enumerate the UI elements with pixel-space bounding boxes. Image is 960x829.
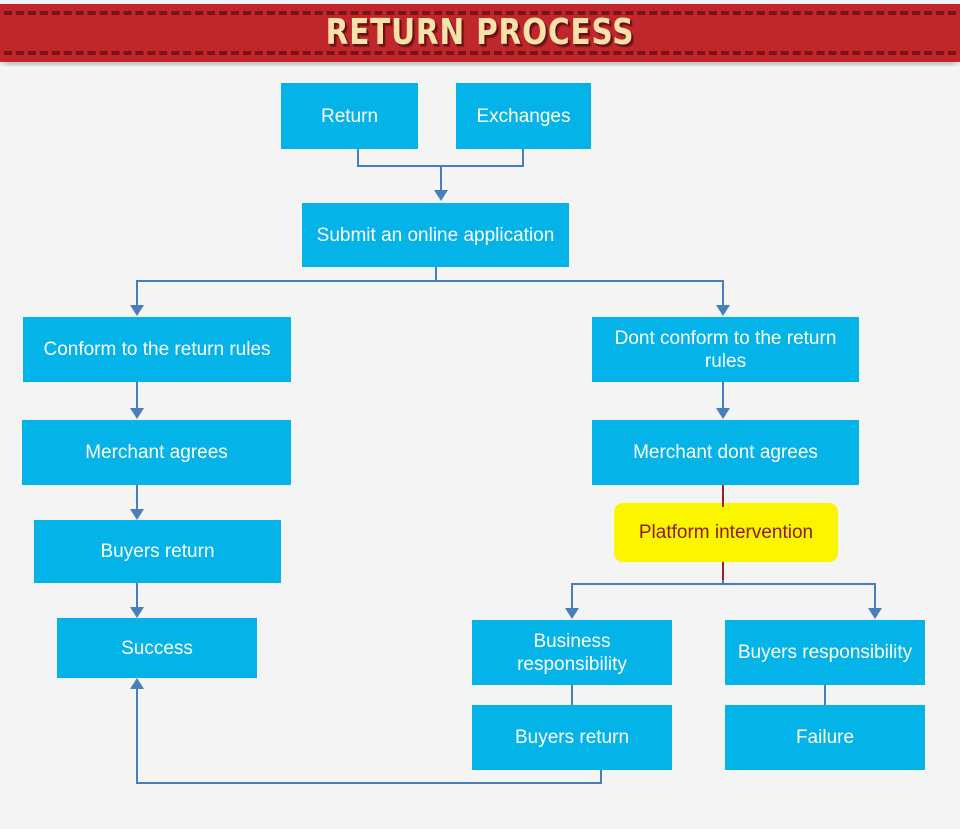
node-submit-application-label: Submit an online application: [316, 224, 555, 246]
page-title: RETURN PROCESS: [325, 12, 635, 53]
node-conform-rules[interactable]: Conform to the return rules: [23, 317, 291, 382]
node-platform-intervention-label: Platform intervention: [638, 522, 814, 543]
connector-merchant-agrees-to-buyers-return: [136, 485, 138, 510]
connector-merchant-dont-agrees-to-platform: [722, 485, 724, 507]
connector-branch-right-down: [722, 280, 724, 306]
connector-buyers-return-to-success: [136, 583, 138, 608]
arrow-to-success: [130, 607, 144, 618]
connector-exchanges-down: [522, 149, 524, 166]
node-platform-intervention[interactable]: Platform intervention: [614, 503, 838, 562]
node-return[interactable]: Return: [281, 83, 418, 149]
arrow-to-business-responsibility: [565, 608, 579, 619]
header-banner: RETURN PROCESS: [0, 4, 960, 62]
connector-loop-down: [600, 770, 602, 783]
connector-return-down: [357, 149, 359, 166]
flowchart-canvas: Return Exchanges Submit an online applic…: [0, 66, 960, 829]
arrow-to-merchant-agrees: [130, 408, 144, 419]
node-dont-conform-rules-label: Dont conform to the return rules: [614, 327, 837, 372]
connector-business-responsibility-down: [571, 583, 573, 609]
connector-buyers-responsibility-down: [874, 583, 876, 609]
node-merchant-agrees-label: Merchant agrees: [85, 442, 228, 463]
node-merchant-dont-agrees[interactable]: Merchant dont agrees: [592, 420, 859, 485]
connector-business-to-buyers-return: [571, 685, 573, 706]
arrow-to-submit: [434, 190, 448, 201]
node-return-label: Return: [320, 105, 379, 127]
arrow-to-buyers-responsibility: [868, 608, 882, 619]
node-merchant-dont-agrees-label: Merchant dont agrees: [633, 442, 818, 463]
node-dont-conform-rules[interactable]: Dont conform to the return rules: [592, 317, 859, 382]
connector-dont-conform-to-merchant-dont-agrees: [722, 382, 724, 409]
connector-loop-up: [136, 689, 138, 783]
connector-merge-to-submit: [440, 165, 442, 192]
node-business-responsibility-label: Business responsibility: [517, 630, 627, 675]
node-failure-label: Failure: [795, 727, 855, 748]
connector-branch-horizontal: [136, 280, 724, 282]
connector-platform-down-accent: [722, 562, 724, 580]
node-success[interactable]: Success: [57, 618, 257, 678]
node-exchanges-label: Exchanges: [476, 105, 571, 127]
node-merchant-agrees[interactable]: Merchant agrees: [22, 420, 291, 485]
connector-buyers-responsibility-to-failure: [824, 685, 826, 706]
connector-loop-horizontal: [136, 782, 602, 784]
connector-branch-left-down: [136, 280, 138, 306]
node-business-responsibility[interactable]: Business responsibility: [472, 620, 672, 685]
node-buyers-return-bottom[interactable]: Buyers return: [472, 705, 672, 770]
node-submit-application[interactable]: Submit an online application: [302, 203, 569, 267]
arrow-to-buyers-return-left: [130, 509, 144, 520]
node-failure[interactable]: Failure: [725, 705, 925, 770]
node-success-label: Success: [121, 637, 193, 659]
node-buyers-return-bottom-label: Buyers return: [514, 727, 630, 748]
arrow-to-merchant-dont-agrees: [716, 408, 730, 419]
node-buyers-return-left-label: Buyers return: [100, 541, 215, 562]
arrow-loop-to-success: [130, 678, 144, 689]
node-buyers-responsibility-label: Buyers responsibility: [737, 642, 913, 663]
arrow-to-conform-rules: [130, 305, 144, 316]
node-conform-rules-label: Conform to the return rules: [43, 339, 271, 360]
connector-conform-to-merchant-agrees: [136, 382, 138, 409]
connector-submit-down: [435, 267, 437, 281]
node-exchanges[interactable]: Exchanges: [456, 83, 591, 149]
node-buyers-responsibility[interactable]: Buyers responsibility: [725, 620, 925, 685]
connector-responsibility-horizontal: [571, 583, 875, 585]
node-buyers-return-left[interactable]: Buyers return: [34, 520, 281, 583]
arrow-to-dont-conform-rules: [716, 305, 730, 316]
